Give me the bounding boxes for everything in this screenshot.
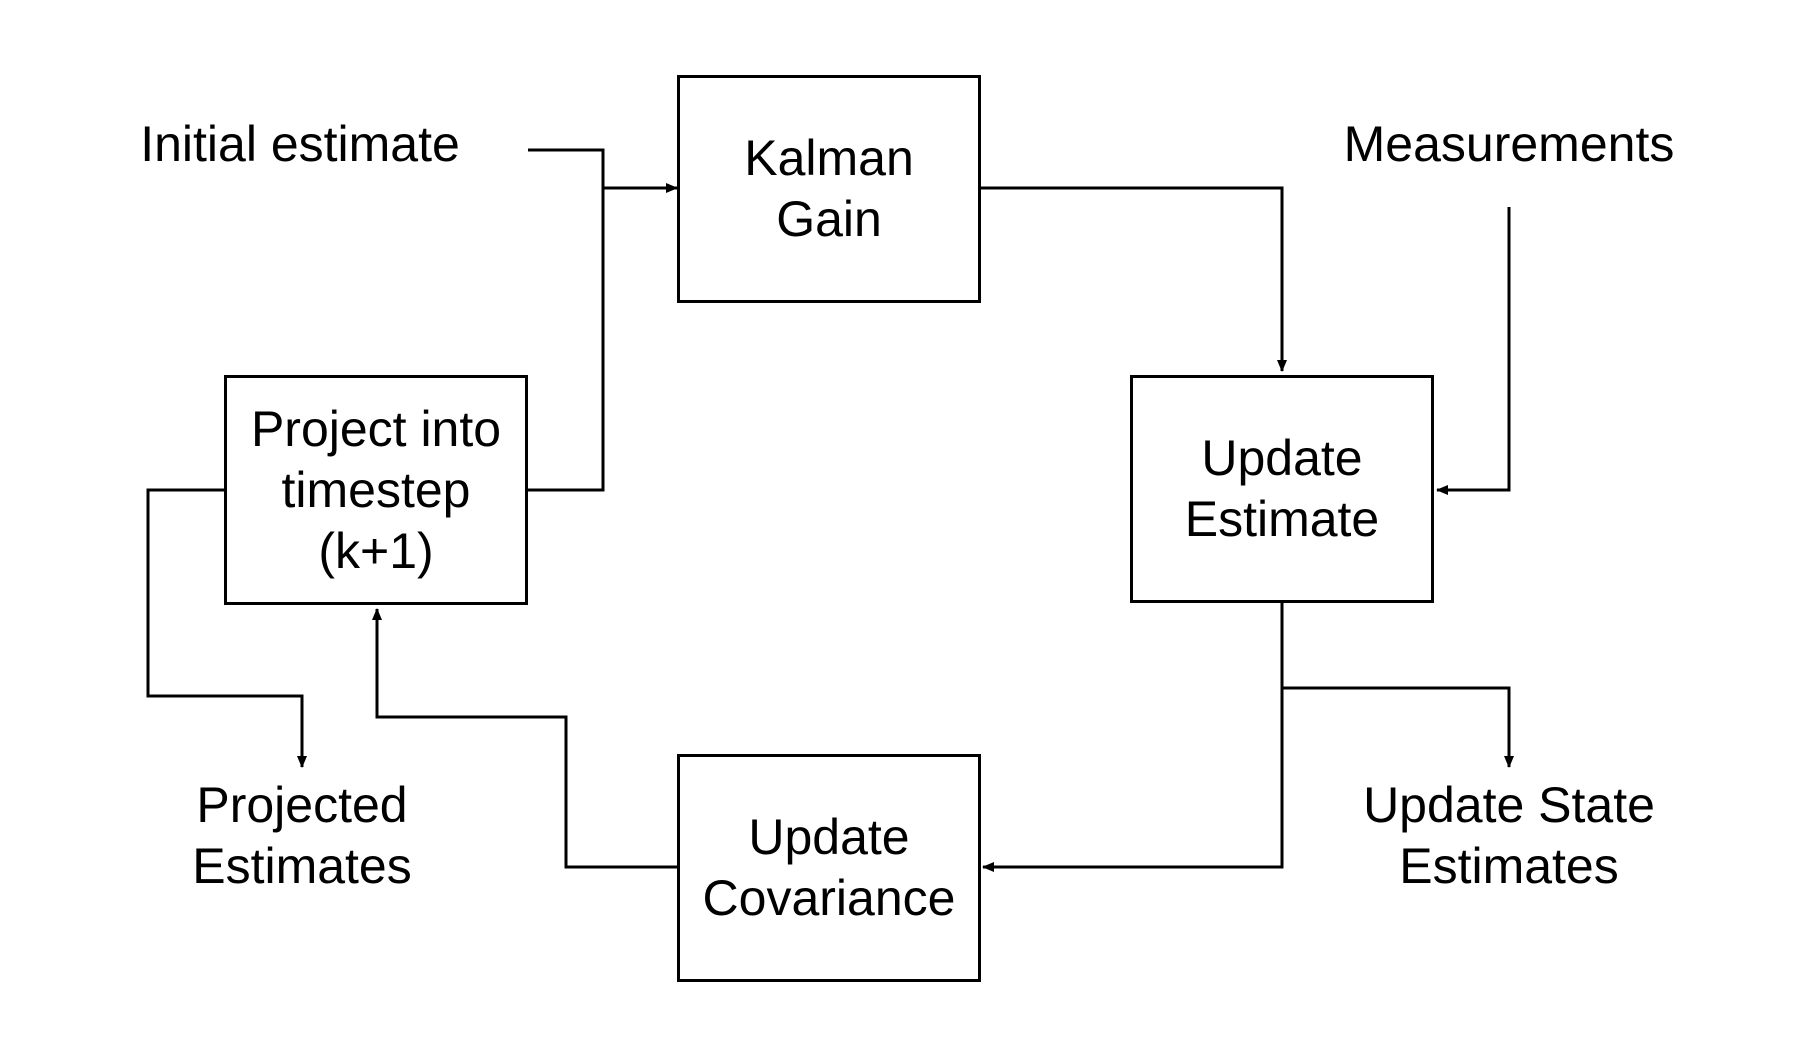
edge-update-covariance-to-project	[372, 608, 677, 869]
initial-estimate-label: Initial estimate	[140, 116, 460, 172]
update-estimate-label: Update Estimate	[1184, 430, 1380, 547]
update-state-estimates-label: Update State Estimates	[1363, 777, 1655, 894]
project-timestep-label: Project into timestep (k+1)	[250, 400, 502, 579]
edge-update-estimate-to-update-covariance	[982, 603, 1284, 872]
edge-project-to-projected-estimates	[146, 488, 307, 768]
edge-project-to-kalman-gain	[528, 188, 605, 492]
edge-initial-estimate-to-kalman-gain	[528, 148, 678, 193]
measurements-label: Measurements	[1343, 116, 1675, 172]
kalman-gain-box: Kalman Gain	[677, 75, 981, 303]
projected-estimates-label: Projected Estimates	[192, 777, 412, 894]
edge-measurements-to-update-estimate	[1436, 207, 1511, 495]
kalman-gain-label: Kalman Gain	[744, 130, 914, 247]
edge-update-estimate-to-state-estimates	[1282, 686, 1514, 768]
edge-kalman-gain-to-update-estimate	[980, 186, 1287, 372]
project-timestep-box: Project into timestep (k+1)	[224, 375, 528, 605]
update-covariance-label: Update Covariance	[702, 809, 956, 926]
update-estimate-box: Update Estimate	[1130, 375, 1434, 603]
update-covariance-box: Update Covariance	[677, 754, 981, 982]
